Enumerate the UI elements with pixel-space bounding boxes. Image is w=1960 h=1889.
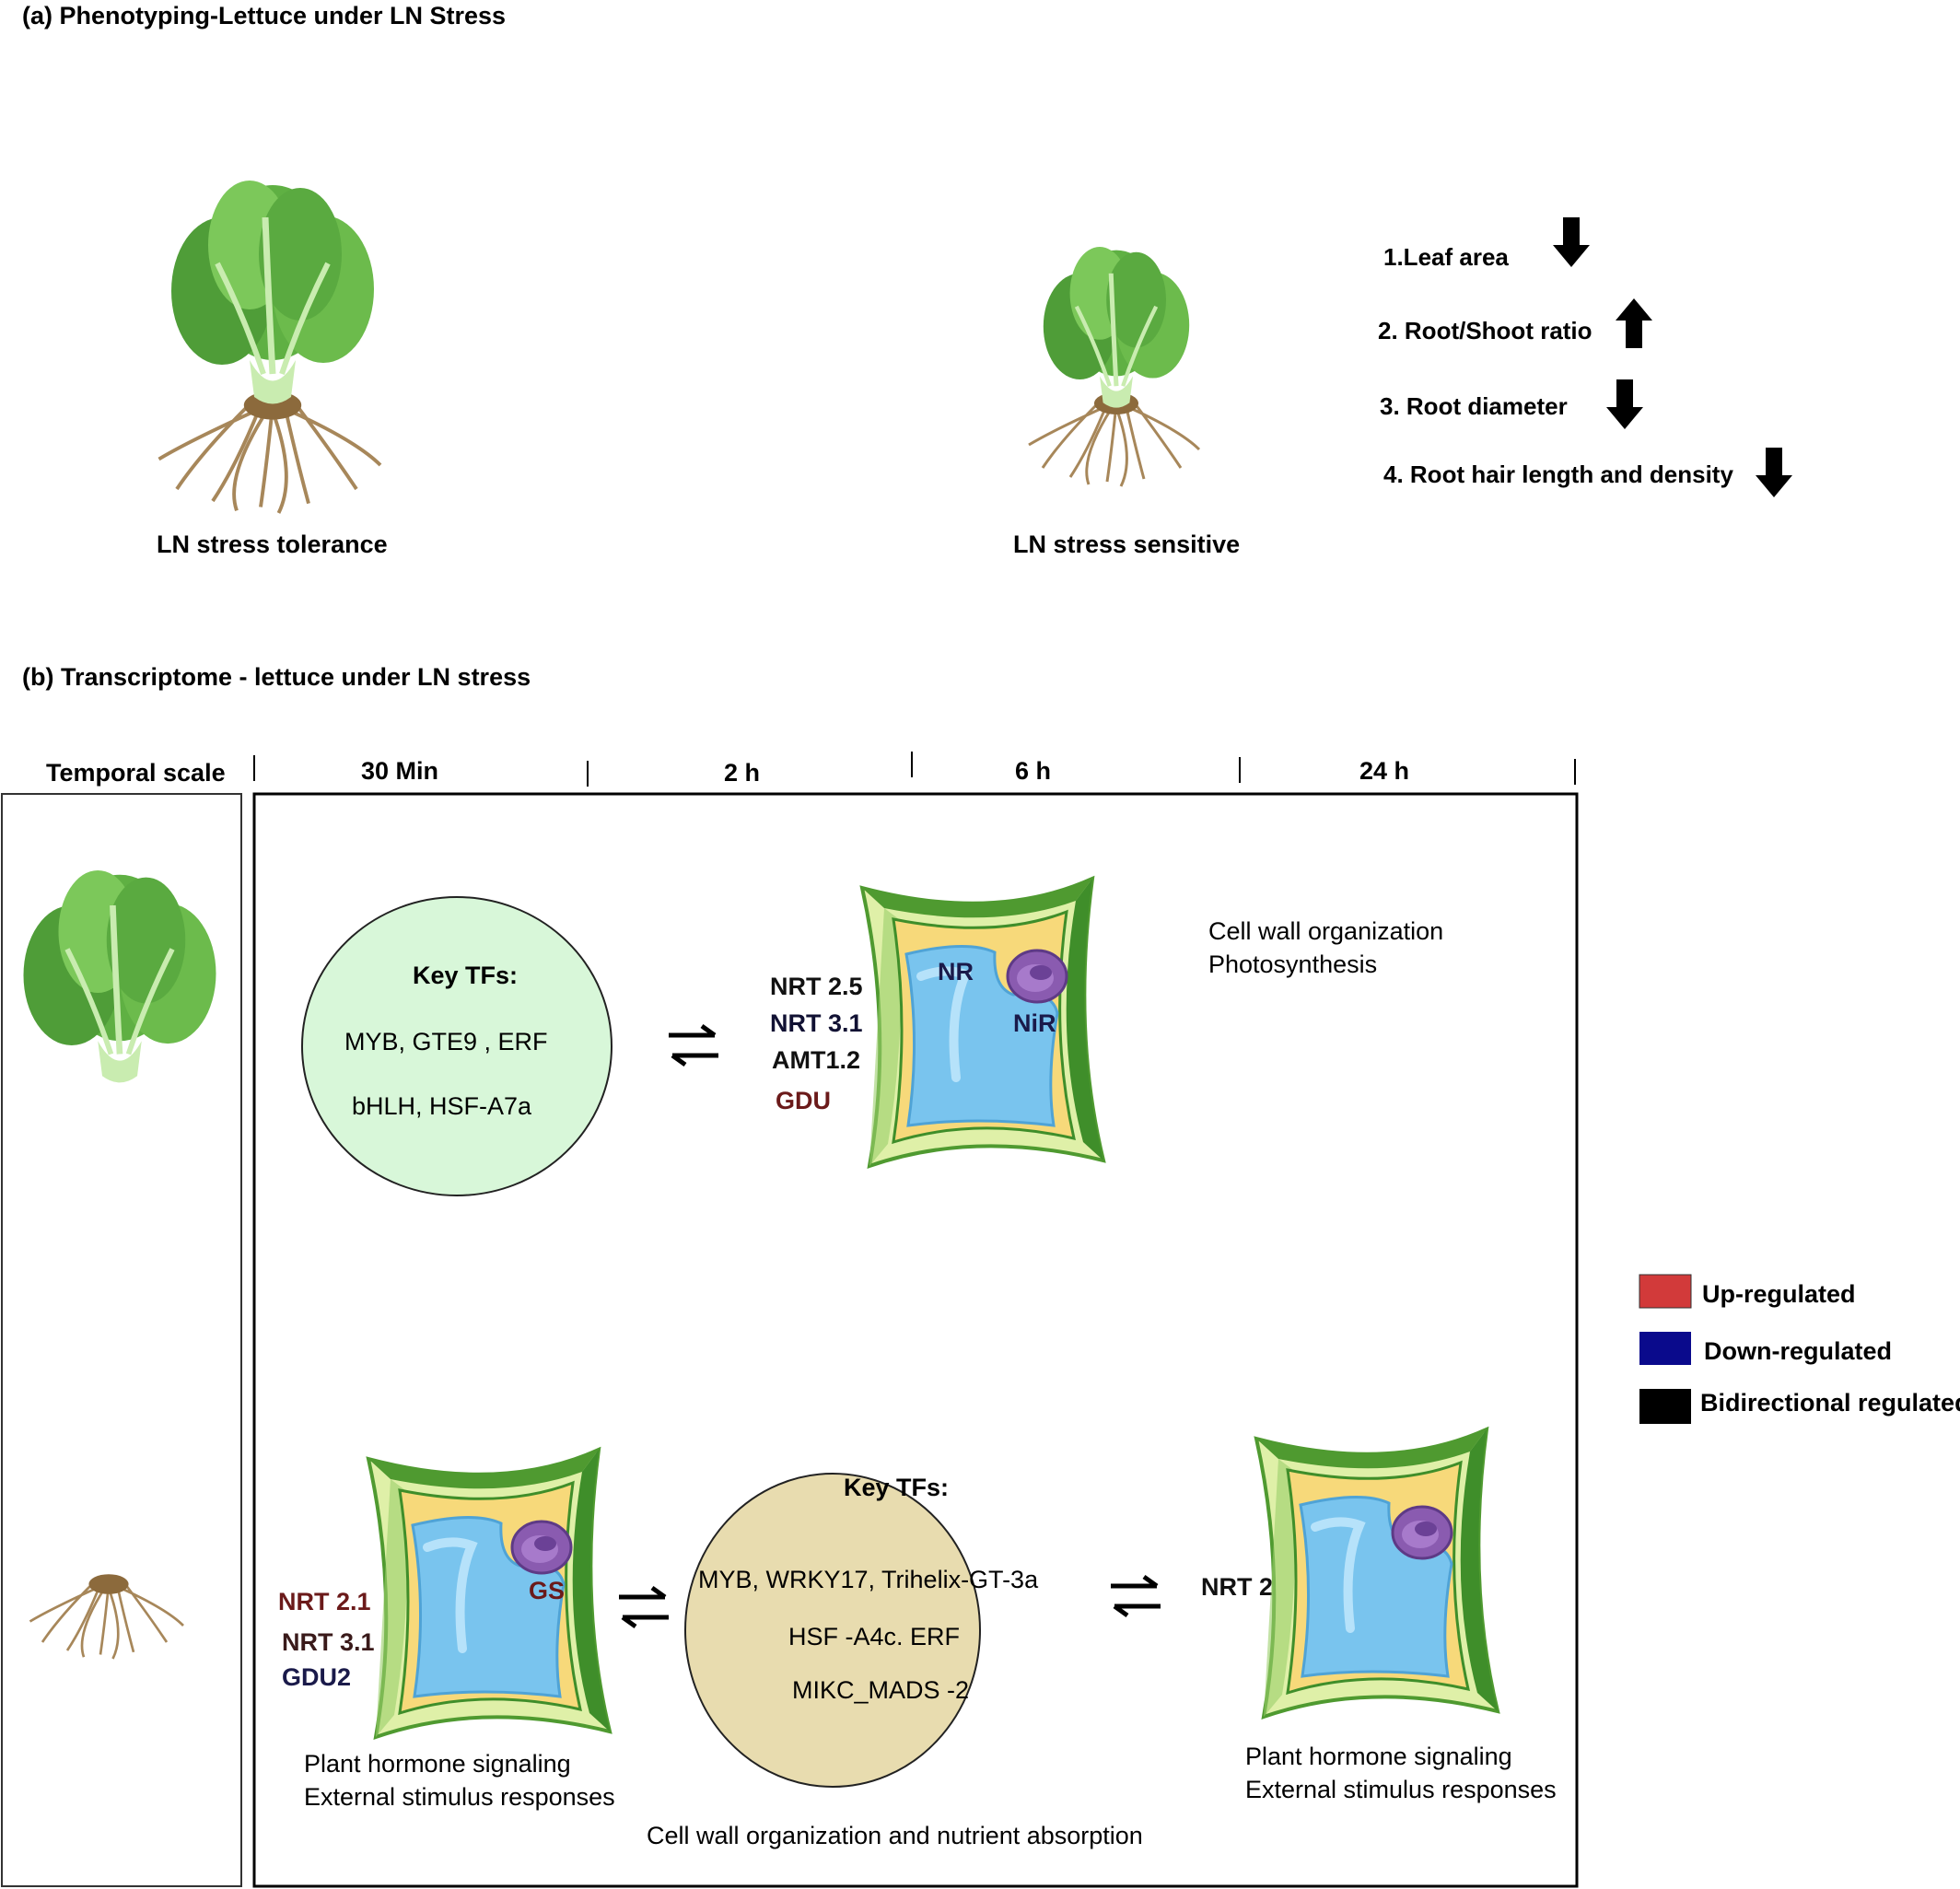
timepoint-24h: 24 h (1359, 757, 1409, 785)
root-gene-nrt21: NRT 2.1 (278, 1588, 371, 1615)
root-gene-gdu2: GDU2 (282, 1663, 351, 1691)
leaf-gene-amt12: AMT1.2 (772, 1046, 860, 1074)
timepoint-30min: 30 Min (361, 757, 438, 785)
temporal-column-box (1, 793, 242, 1887)
arrow-up-icon (1616, 298, 1652, 348)
arrow-down-icon (1553, 217, 1590, 267)
timepoint-6h: 6 h (1015, 757, 1051, 785)
time-axis (253, 752, 1576, 787)
root-organ-illustration (29, 1572, 185, 1661)
lettuce-sensitive-illustration (1027, 247, 1201, 488)
sensitive-label: LN stress sensitive (1013, 531, 1240, 558)
root-process-left-1: Plant hormone signaling (304, 1750, 571, 1778)
trait-leaf-area: 1.Leaf area (1383, 243, 1509, 271)
timepoint-2h: 2 h (724, 759, 760, 787)
legend-swatch-bidirectional (1639, 1389, 1691, 1424)
root-tf-line-1: MYB, WRKY17, Trihelix-GT-3a (698, 1566, 1039, 1593)
root-tf-line-2: HSF -A4c. ERF (788, 1623, 960, 1650)
panel-b-title: (b) Transcriptome - lettuce under LN str… (22, 663, 531, 691)
leaf-tf-line-1: MYB, GTE9 , ERF (344, 1028, 548, 1055)
legend: Up-regulated Down-regulated Bidirectiona… (1639, 1274, 1960, 1424)
root-process-right-1: Plant hormone signaling (1245, 1743, 1512, 1770)
root-cell-label-gs: GS (529, 1577, 565, 1604)
leaf-gene-nrt31: NRT 3.1 (770, 1009, 863, 1037)
leaf-gene-gdu: GDU (776, 1087, 831, 1114)
leaf-cell-illustration (862, 879, 1103, 1166)
leaf-process-1: Cell wall organization (1208, 917, 1443, 945)
root-process-left-2: External stimulus responses (304, 1783, 615, 1811)
root-cell-illustration (368, 1450, 610, 1737)
root-cell-right-illustration (1256, 1429, 1498, 1717)
trait-root-diameter: 3. Root diameter (1380, 392, 1568, 420)
arrow-down-icon (1756, 448, 1792, 497)
legend-label-up: Up-regulated (1702, 1280, 1856, 1308)
leaf-cell-label-nir: NiR (1013, 1009, 1056, 1037)
root-tf-title: Key TFs: (844, 1474, 949, 1501)
leaf-process-2: Photosynthesis (1208, 950, 1377, 978)
leaf-tf-line-2: bHLH, HSF-A7a (352, 1092, 532, 1120)
root-bottom-process: Cell wall organization and nutrient abso… (647, 1822, 1143, 1849)
leaf-key-tfs-circle (301, 896, 612, 1196)
legend-swatch-down (1639, 1332, 1691, 1365)
panel-a-title: (a) Phenotyping-Lettuce under LN Stress (22, 2, 506, 29)
root-exchange-arrows-right-icon (1111, 1577, 1161, 1615)
leaf-tf-title: Key TFs: (413, 962, 518, 989)
legend-label-down: Down-regulated (1704, 1337, 1892, 1365)
leaf-organ-illustration (23, 870, 216, 1082)
root-tf-line-3: MIKC_MADS -2 (792, 1676, 969, 1704)
arrow-down-icon (1606, 379, 1643, 429)
trait-root-hair: 4. Root hair length and density (1383, 461, 1733, 488)
transcriptome-main-box (252, 792, 1579, 1888)
root-gene-nrt31: NRT 3.1 (282, 1628, 375, 1656)
trait-root-shoot-ratio: 2. Root/Shoot ratio (1378, 317, 1592, 344)
root-exchange-arrows-left-icon (619, 1588, 669, 1627)
trait-list: 1.Leaf area 2. Root/Shoot ratio 3. Root … (1378, 217, 1792, 497)
lettuce-tolerant-illustration (157, 181, 382, 515)
legend-swatch-up (1639, 1274, 1692, 1309)
root-process-right-2: External stimulus responses (1245, 1776, 1557, 1803)
leaf-cell-label-nr: NR (938, 958, 974, 985)
temporal-scale-label: Temporal scale (46, 759, 226, 787)
leaf-exchange-arrows-icon (669, 1026, 718, 1065)
tolerant-label: LN stress tolerance (157, 531, 388, 558)
legend-label-bidirectional: Bidirectional regulated (1700, 1389, 1960, 1417)
root-key-tfs-circle (684, 1473, 981, 1788)
leaf-gene-nrt25: NRT 2.5 (770, 973, 863, 1000)
